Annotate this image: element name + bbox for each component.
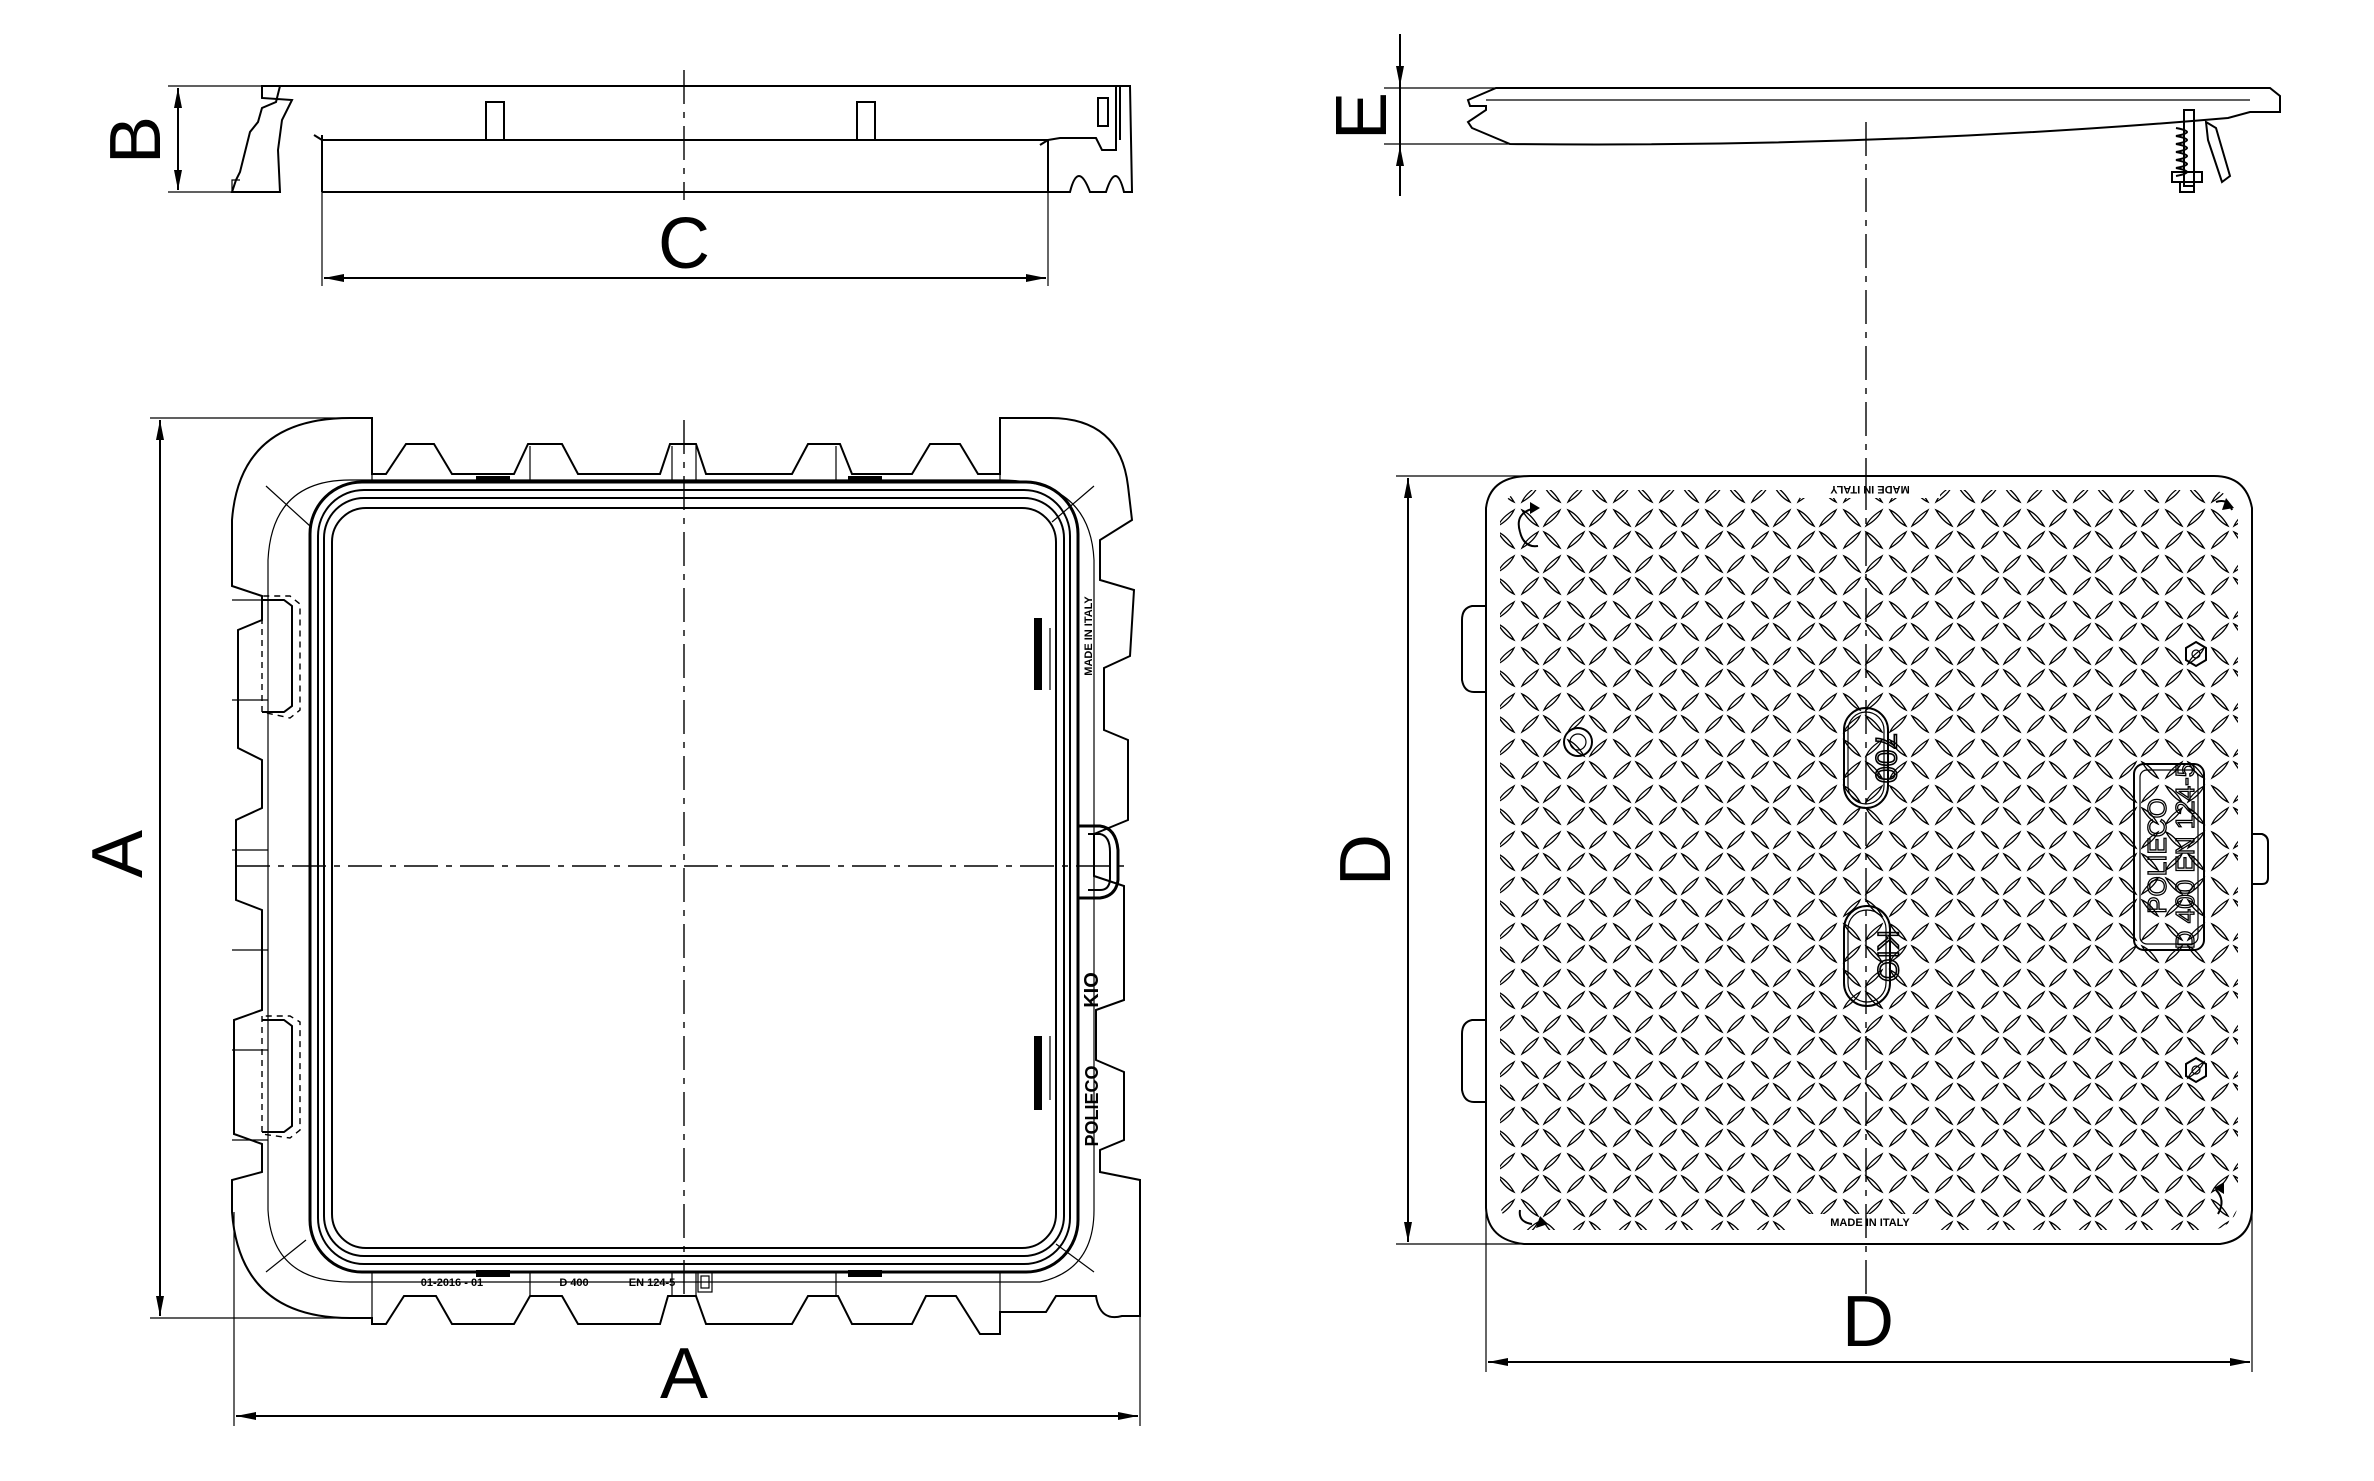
cover-size-badge: 700	[1843, 707, 1903, 809]
dimension-b: B	[96, 85, 262, 193]
dimension-d-horizontal: D	[1485, 1208, 2253, 1372]
frame-load-class: D 400	[559, 1277, 588, 1289]
dimension-label-e: E	[1322, 92, 1402, 140]
dimension-a-vertical: A	[78, 417, 350, 1319]
frame-quality-mark-icon	[697, 1271, 713, 1293]
frame-made-in-italy: MADE IN ITALY	[1083, 596, 1095, 676]
cover-logo-badge: KIO	[1843, 905, 1905, 1007]
rotation-plug-icon	[1563, 727, 1593, 757]
dimension-label-a-vertical: A	[78, 830, 158, 878]
frame-brand-logo: KIO	[1081, 972, 1103, 1008]
dimension-a-horizontal: A	[233, 1212, 1141, 1426]
dimension-label-d-vertical: D	[1326, 834, 1406, 886]
frame-plan-view: MADE IN ITALY 01-2016 - 01 D 400 EN 124-…	[231, 417, 1141, 1335]
cover-made-in-italy-top: MADE IN ITALY	[1830, 483, 1910, 495]
frame-standard: EN 124-5	[629, 1277, 675, 1289]
cover-class-standard: D 400 EN 124-5	[2170, 763, 2200, 949]
bolt-icon	[2185, 1056, 2207, 1084]
corner-arrow-icon	[1518, 1209, 1533, 1225]
cover-brand-logo: KIO	[1871, 930, 1904, 982]
dimension-label-a-horizontal: A	[660, 1334, 708, 1414]
frame-brand: POLIECO	[1082, 1065, 1102, 1146]
cover-brand-plate: POLIECO D 400 EN 124-5	[2133, 762, 2205, 951]
dimension-d-vertical: D	[1326, 475, 1530, 1245]
dimension-label-c: C	[658, 204, 710, 284]
corner-arrow-icon	[2215, 1189, 2223, 1215]
dimension-label-d-horizontal: D	[1842, 1282, 1894, 1362]
dimension-e: E	[1322, 34, 1510, 196]
dimension-c: C	[321, 192, 1049, 286]
cover-brand: POLIECO	[2142, 798, 2172, 914]
cover-latch	[2171, 109, 2232, 193]
cover-plan-view: 700 KIO POLIECO D 400 EN 124-5 MADE IN I…	[1461, 475, 2269, 1245]
cover-section-view	[1466, 87, 2281, 193]
cover-made-in-italy-bottom: MADE IN ITALY	[1830, 1217, 1910, 1229]
bolt-icon	[2185, 640, 2207, 668]
dimension-label-b: B	[96, 116, 176, 164]
frame-section-view	[230, 85, 1134, 193]
frame-date-code: 01-2016 - 01	[421, 1277, 483, 1289]
cover-size-label: 700	[1869, 733, 1902, 783]
